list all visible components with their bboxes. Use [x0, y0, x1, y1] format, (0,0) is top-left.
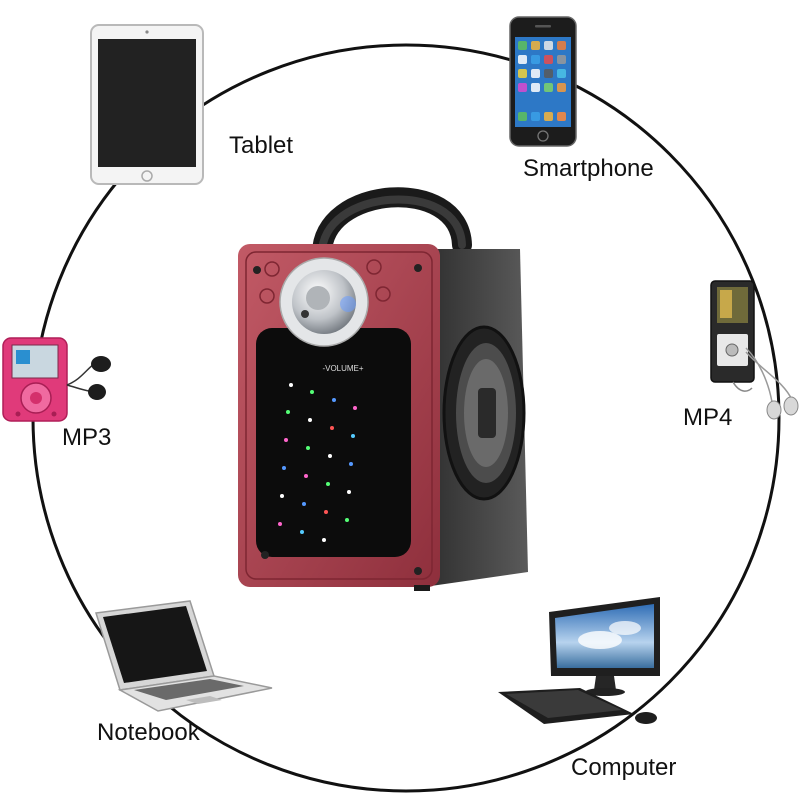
mp3-player-icon [2, 337, 111, 422]
play-pause-icon [259, 288, 275, 304]
device-label-smartphone: Smartphone [523, 155, 654, 182]
device-label-computer: Computer [571, 754, 677, 781]
tablet-icon [90, 24, 204, 185]
smartphone-icon [509, 16, 577, 147]
device-label-tablet: Tablet [229, 132, 294, 159]
next-icon [375, 286, 391, 302]
led-lights [278, 383, 357, 542]
computer-icon [498, 597, 660, 724]
volume-label: -VOLUME+ [322, 364, 363, 373]
device-label-mp3: MP3 [62, 424, 112, 451]
device-label-notebook: Notebook [97, 719, 200, 746]
speaker-product: -VOLUME+ [238, 187, 528, 591]
device-label-mp4: MP4 [683, 404, 733, 431]
notebook-icon [95, 600, 273, 712]
mode-icon [264, 261, 280, 277]
previous-icon [366, 259, 382, 275]
mp4-player-icon [710, 280, 799, 420]
